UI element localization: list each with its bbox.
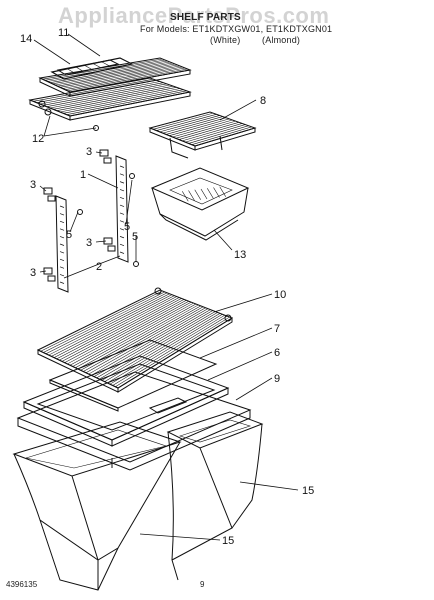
model-numbers: For Models: ET1KDTXGW01, ET1KDTXGN01 — [140, 24, 333, 34]
page-number: 9 — [200, 580, 205, 589]
callout-labels: 14 11 8 12 3 3 1 5 5 5 3 2 3 13 10 7 6 9… — [20, 27, 314, 547]
top-shelf-assembly — [28, 57, 192, 131]
callout-3c: 3 — [86, 237, 92, 249]
callout-5a: 5 — [66, 229, 72, 241]
watermark: AppliancePartsPros.com — [58, 3, 330, 28]
crisper-cover-frame — [22, 355, 230, 447]
small-shelf — [148, 111, 257, 159]
page-title: SHELF PARTS — [170, 12, 241, 23]
callout-5c: 5 — [132, 231, 138, 243]
document-number: 4396135 — [6, 580, 38, 589]
callout-1: 1 — [80, 169, 86, 181]
color-almond: (Almond) — [262, 35, 301, 45]
callout-9: 9 — [274, 373, 280, 385]
callout-13: 13 — [234, 249, 246, 261]
callout-12: 12 — [32, 133, 44, 145]
callout-5b: 5 — [124, 221, 130, 233]
left-shelf-bracket — [55, 195, 69, 293]
screws — [77, 173, 139, 267]
callout-2: 2 — [96, 261, 102, 273]
callout-3d: 3 — [30, 267, 36, 279]
callout-3a: 3 — [86, 146, 92, 158]
callout-6: 6 — [274, 347, 280, 359]
glass-panel — [48, 339, 218, 412]
callout-10: 10 — [274, 289, 286, 301]
callout-15b: 15 — [222, 535, 234, 547]
leader-lines — [33, 33, 299, 541]
callout-14: 14 — [20, 33, 32, 45]
callout-7: 7 — [274, 323, 280, 335]
large-wire-shelf — [36, 287, 234, 393]
callout-3b: 3 — [30, 179, 36, 191]
callout-8: 8 — [260, 95, 266, 107]
right-shelf-bracket — [115, 155, 129, 263]
callout-15a: 15 — [302, 485, 314, 497]
deli-drawer — [150, 167, 250, 241]
crisper-drawers — [12, 411, 264, 591]
callout-11: 11 — [58, 27, 69, 39]
color-white: (White) — [210, 35, 241, 45]
